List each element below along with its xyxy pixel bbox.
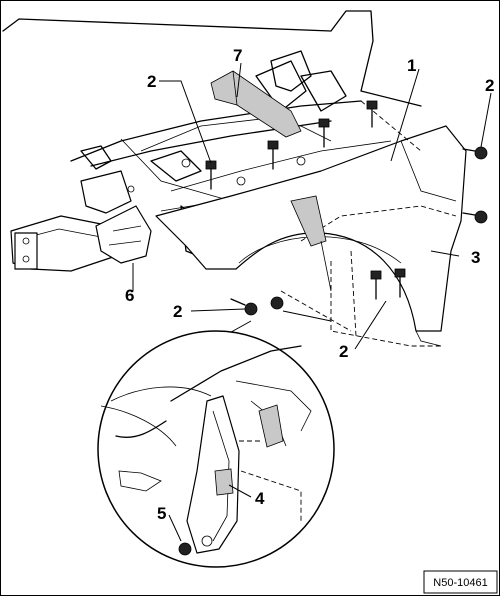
front-bracket	[10, 170, 152, 272]
bolt	[230, 298, 258, 316]
nut	[178, 542, 192, 556]
bolt	[462, 210, 488, 224]
callout-3: 3	[471, 248, 480, 267]
bolt	[205, 160, 217, 190]
seal-detail	[186, 395, 240, 554]
callout-2: 2	[485, 76, 494, 95]
bolt	[394, 268, 406, 298]
callout-2: 2	[339, 342, 348, 361]
callout-5: 5	[157, 504, 166, 523]
bolt	[270, 296, 284, 310]
callout-1: 1	[407, 56, 416, 75]
reference-code: N50-10461	[433, 577, 487, 589]
fender-seal	[290, 195, 332, 292]
callout-2: 2	[173, 302, 182, 321]
reference-code-box: N50-10461	[423, 570, 498, 594]
callout-4: 4	[255, 489, 265, 508]
wiring-channel	[210, 50, 312, 138]
bolt	[318, 118, 330, 148]
bolt	[267, 140, 279, 170]
bolts-upper	[205, 100, 488, 316]
callout-labels: 1 2 2 2 2 3 4 5 6 7	[125, 46, 494, 523]
callout-2: 2	[147, 72, 156, 91]
bolt	[366, 100, 378, 128]
bolt	[462, 146, 488, 160]
callout-6: 6	[125, 286, 134, 305]
bolt	[370, 270, 382, 300]
leader-lines	[132, 62, 492, 542]
callout-7: 7	[233, 46, 242, 65]
